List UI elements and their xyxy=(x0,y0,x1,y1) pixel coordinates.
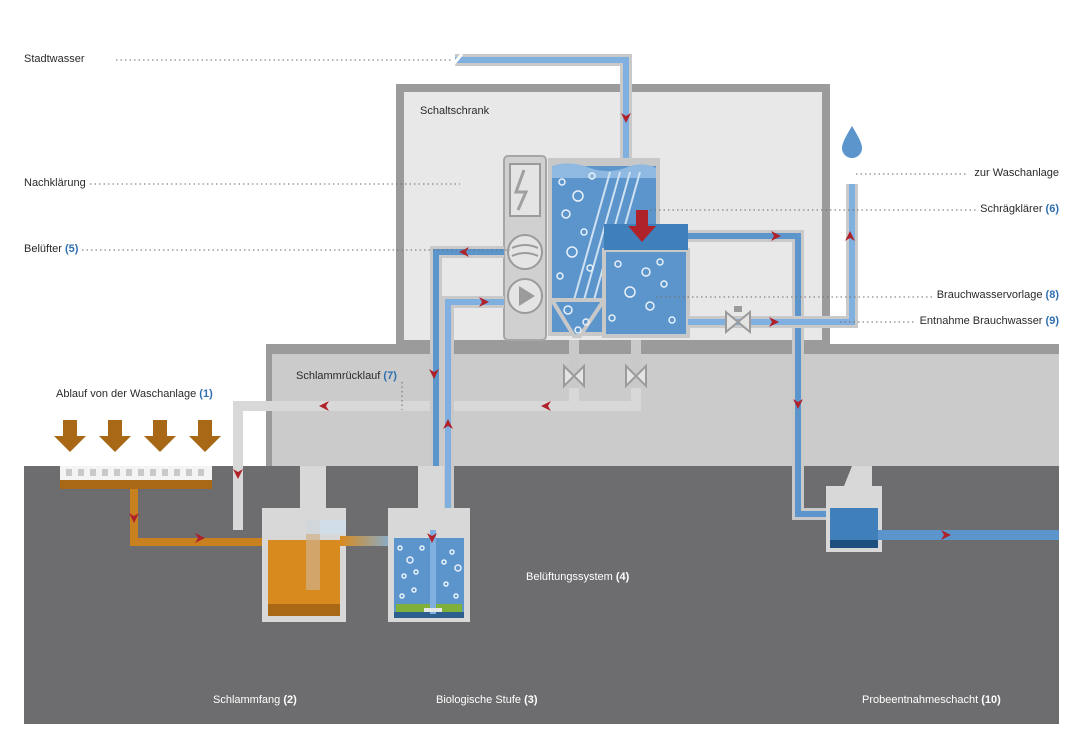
bubble xyxy=(668,316,676,324)
control-unit xyxy=(503,155,547,341)
label-nachklaerung: Nachklärung xyxy=(24,177,86,189)
flow-arrow-left xyxy=(541,401,551,411)
label-belueftungssystem: Belüftungssystem (4) xyxy=(526,571,630,583)
bubble xyxy=(556,272,564,280)
flow-arrow-down xyxy=(793,399,803,409)
inflow-grate xyxy=(60,466,212,489)
flow-arrow-right xyxy=(195,533,205,543)
flow-arrow-left xyxy=(319,401,329,411)
bubble xyxy=(399,593,405,599)
down-arrow-icon xyxy=(628,210,656,242)
bubble xyxy=(641,267,651,277)
bubble xyxy=(566,246,578,258)
flow-arrow-down xyxy=(233,469,243,479)
label-entnahme: Entnahme Brauchwasser (9) xyxy=(919,315,1059,327)
flow-arrow-left xyxy=(459,247,469,257)
sampling-shaft xyxy=(826,466,1059,552)
bubble xyxy=(441,559,447,565)
biological-stage xyxy=(388,466,470,622)
bubble xyxy=(624,286,636,298)
flow-arrow-down xyxy=(429,369,439,379)
bubble xyxy=(443,581,449,587)
leader-lines xyxy=(82,59,978,694)
bubble xyxy=(397,545,403,551)
label-schaltschrank: Schaltschrank xyxy=(420,105,490,117)
bubble xyxy=(413,569,419,575)
label-belueftr: Belüfter (5) xyxy=(24,243,79,255)
flow-arrow-up xyxy=(443,419,453,429)
bubble xyxy=(574,326,582,334)
bubble xyxy=(419,545,425,551)
label-schlammruecklauf: Schlammrücklauf (7) xyxy=(296,370,397,382)
label-schlammfang: Schlammfang (2) xyxy=(213,694,297,706)
sludge-trap xyxy=(262,466,346,622)
bubble xyxy=(588,172,596,180)
clarified-water-pipe xyxy=(688,230,832,520)
label-schraegklaerer: Schrägklärer (6) xyxy=(980,203,1059,215)
inflow-arrows xyxy=(54,420,221,452)
flow-arrows xyxy=(129,113,951,543)
label-ablauf: Ablauf von der Waschanlage (1) xyxy=(56,388,213,400)
bubble xyxy=(454,564,462,572)
flow-arrow-up xyxy=(845,231,855,241)
flow-arrow-right xyxy=(771,231,781,241)
label-zur-waschanlage: zur Waschanlage xyxy=(974,167,1059,179)
bubble xyxy=(561,209,571,219)
water-drop-icon xyxy=(842,126,862,158)
bubble xyxy=(406,556,414,564)
bubble xyxy=(572,190,584,202)
bubble xyxy=(401,573,407,579)
bubble xyxy=(582,318,590,326)
bubble xyxy=(656,258,664,266)
sludge-valves xyxy=(563,363,647,389)
bubble xyxy=(608,314,616,322)
bubble xyxy=(558,178,566,186)
valve-icon xyxy=(725,306,751,335)
flow-arrow-down xyxy=(427,533,437,543)
inflow-pipe xyxy=(130,489,300,546)
bubble xyxy=(449,549,455,555)
lightning-icon xyxy=(509,163,541,217)
transfer-pipe xyxy=(340,536,396,546)
building-floor-edge xyxy=(266,344,1059,354)
air-bubbles xyxy=(397,172,676,599)
bubble xyxy=(411,587,417,593)
flow-arrow-down xyxy=(621,113,631,123)
label-stadtwasser: Stadtwasser xyxy=(24,53,85,65)
bubble xyxy=(645,301,655,311)
flow-arrow-down xyxy=(129,513,139,523)
bubble xyxy=(586,264,594,272)
label-brauchwasservorlage: Brauchwasservorlage (8) xyxy=(936,289,1059,301)
city-water-pipe xyxy=(450,53,632,168)
ground xyxy=(24,466,1059,724)
label-probeentnahmeschacht: Probeentnahmeschacht (10) xyxy=(862,694,1001,706)
bubble xyxy=(580,228,588,236)
bubble xyxy=(614,260,622,268)
bubble xyxy=(563,305,573,315)
bubble xyxy=(453,593,459,599)
flow-arrow-right xyxy=(479,297,489,307)
bubble xyxy=(660,280,668,288)
flow-arrow-right xyxy=(769,317,779,327)
flow-arrow-right xyxy=(941,530,951,540)
label-biologische-stufe: Biologische Stufe (3) xyxy=(436,694,538,706)
